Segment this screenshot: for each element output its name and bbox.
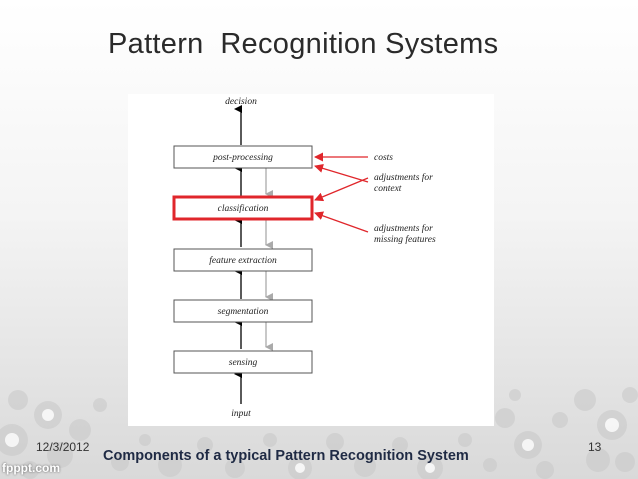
pipeline-figure: decision post-processing classification … — [128, 94, 494, 426]
slide-title: Pattern Recognition Systems — [108, 28, 499, 60]
bubble-group — [0, 387, 638, 479]
box-classification: classification — [172, 195, 314, 221]
decision-label: decision — [225, 97, 257, 107]
missing-features-arrow — [314, 211, 369, 233]
box-label: sensing — [229, 358, 258, 368]
pipeline-diagram: decision post-processing classification … — [172, 97, 436, 419]
input-label: input — [231, 409, 251, 419]
box-label: classification — [218, 203, 269, 214]
note-missing-line1: adjustments for — [374, 223, 433, 234]
note-missing-line2: missing features — [374, 234, 436, 245]
note-context-line1: adjustments for — [374, 172, 433, 183]
page-number: 13 — [588, 440, 602, 454]
figure-caption: Components of a typical Pattern Recognit… — [103, 448, 469, 464]
box-sensing: sensing — [173, 350, 313, 374]
note-context-line2: context — [374, 184, 402, 194]
box-feature-extraction: feature extraction — [173, 248, 313, 272]
slide-date: 12/3/2012 — [36, 440, 90, 454]
box-post-processing: post-processing — [173, 145, 313, 169]
box-label: segmentation — [218, 307, 269, 317]
bubble-highlights — [5, 409, 619, 473]
box-segmentation: segmentation — [173, 299, 313, 323]
box-label: feature extraction — [209, 255, 277, 266]
context-arrow-1 — [314, 177, 369, 202]
box-label: post-processing — [212, 153, 273, 163]
brand-watermark: fpppt.com — [2, 461, 60, 475]
context-arrow-2 — [314, 164, 369, 183]
note-costs: costs — [374, 153, 393, 163]
